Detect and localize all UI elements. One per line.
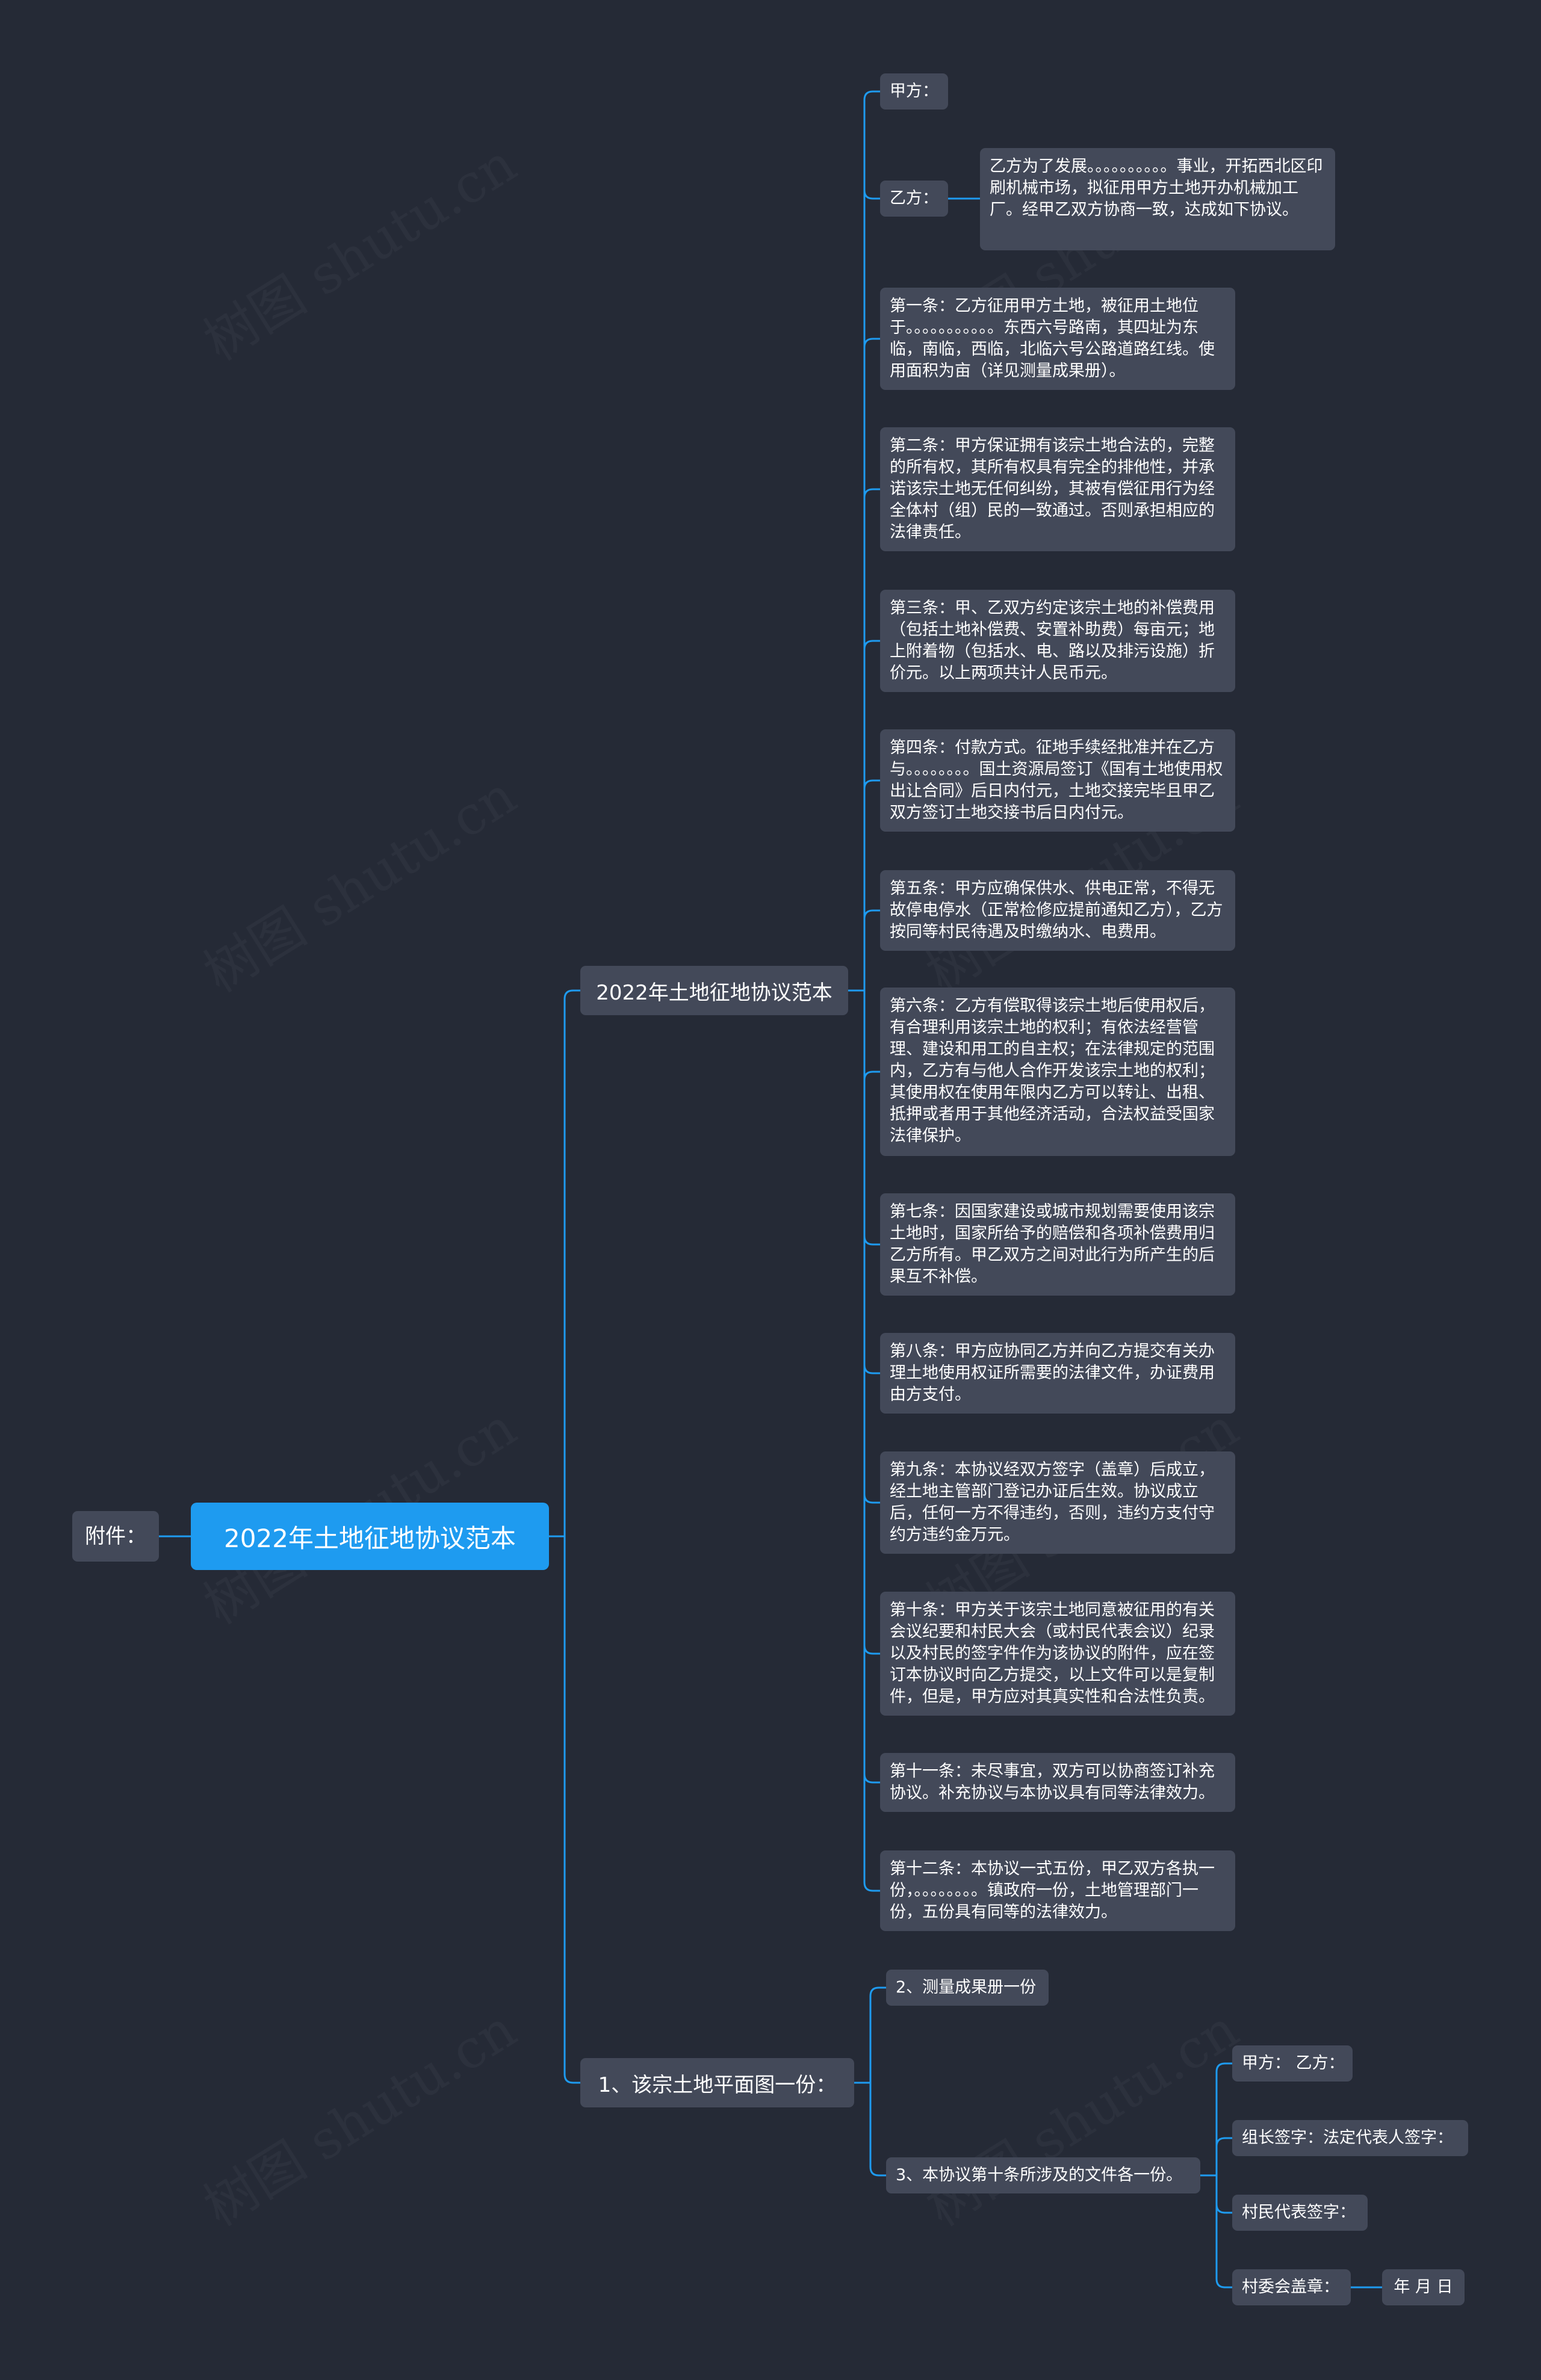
party-a-node[interactable]: 甲方： <box>880 73 948 110</box>
central-topic-node[interactable]: 2022年土地征地协议范本 <box>191 1503 549 1570</box>
link-party-a <box>863 90 880 100</box>
link-article-12 <box>863 1882 880 1892</box>
article-7-node[interactable]: 第七条：因国家建设或城市规划需要使用该宗土地时，国家所给予的赔偿和各项补偿费用归… <box>880 1193 1235 1296</box>
branch-attachments-node[interactable]: 1、该宗土地平面图一份： <box>580 2058 854 2107</box>
link-article-5 <box>863 909 880 920</box>
article-1-node[interactable]: 第一条：乙方征用甲方土地，被征用土地位于。。。。。。。。。。。东西六号路南，其四… <box>880 288 1235 390</box>
branch-agreement-node[interactable]: 2022年土地征地协议范本 <box>580 966 848 1015</box>
link-item-3 <box>869 2166 886 2177</box>
link-article-7 <box>863 1235 880 1246</box>
link-article-10 <box>863 1645 880 1655</box>
signature-leader-node[interactable]: 组长签字：法定代表人签字： <box>1232 2120 1468 2156</box>
committee-seal-node[interactable]: 村委会盖章： <box>1232 2269 1351 2305</box>
signature-villager-rep-node[interactable]: 村民代表签字： <box>1232 2195 1368 2231</box>
link-article-3 <box>863 640 880 650</box>
preamble-node[interactable]: 乙方为了发展。。。。。。。。。。事业，开拓西北区印刷机械市场，拟征用甲方土地开办… <box>980 148 1335 250</box>
article-8-node[interactable]: 第八条：甲方应协同乙方并向乙方提交有关办理土地使用权证所需要的法律文件，办证费用… <box>880 1333 1235 1414</box>
date-node[interactable]: 年 月 日 <box>1382 2269 1465 2305</box>
link-trunk-agreement <box>563 989 580 1000</box>
article-9-node[interactable]: 第九条：本协议经双方签字（盖章）后成立，经土地主管部门登记办证后生效。协议成立后… <box>880 1451 1235 1554</box>
link-signature-leader <box>1215 2137 1232 2147</box>
signature-parties-node[interactable]: 甲方： 乙方： <box>1232 2045 1353 2082</box>
link-signature-parties <box>1215 2062 1232 2072</box>
article-12-node[interactable]: 第十二条：本协议一式五份，甲乙双方各执一份，。。。。。。。。镇政府一份，土地管理… <box>880 1850 1235 1931</box>
link-article-2 <box>863 488 880 498</box>
link-article-4 <box>863 779 880 790</box>
link-party-b <box>863 190 880 200</box>
article-5-node[interactable]: 第五条：甲方应确保供水、供电正常，不得无故停电停水（正常检修应提前通知乙方），乙… <box>880 870 1235 951</box>
link-article-6 <box>863 1071 880 1081</box>
article-10-node[interactable]: 第十条：甲方关于该宗土地同意被征用的有关会议纪要和村民大会（或村民代表会议）纪录… <box>880 1592 1235 1716</box>
attachment-item-2-node[interactable]: 2、测量成果册一份 <box>886 1970 1049 2006</box>
article-2-node[interactable]: 第二条：甲方保证拥有该宗土地合法的，完整的所有权，其所有权具有完全的排他性，并承… <box>880 427 1235 551</box>
attachment-item-3-node[interactable]: 3、本协议第十条所涉及的文件各一份。 <box>886 2157 1200 2193</box>
article-11-node[interactable]: 第十一条：未尽事宜，双方可以协商签订补充协议。补充协议与本协议具有同等法律效力。 <box>880 1753 1235 1812</box>
attachment-label-node[interactable]: 附件： <box>72 1511 159 1562</box>
link-item-2 <box>869 1986 886 1997</box>
article-3-node[interactable]: 第三条：甲、乙双方约定该宗土地的补偿费用（包括土地补偿费、安置补助费）每亩元；地… <box>880 590 1235 692</box>
link-article-9 <box>863 1494 880 1504</box>
link-trunk-attachments <box>563 2074 580 2084</box>
link-signature-villager <box>1215 2204 1232 2214</box>
link-committee-seal <box>1215 2278 1232 2289</box>
party-b-node[interactable]: 乙方： <box>880 181 948 217</box>
link-article-8 <box>863 1364 880 1374</box>
link-article-11 <box>863 1773 880 1784</box>
article-6-node[interactable]: 第六条：乙方有偿取得该宗土地后使用权后，有合理利用该宗土地的权利；有依法经营管理… <box>880 988 1235 1156</box>
article-4-node[interactable]: 第四条：付款方式。征地手续经批准并在乙方与。。。。。。。。国土资源局签订《国有土… <box>880 729 1235 832</box>
link-article-1 <box>863 338 880 348</box>
